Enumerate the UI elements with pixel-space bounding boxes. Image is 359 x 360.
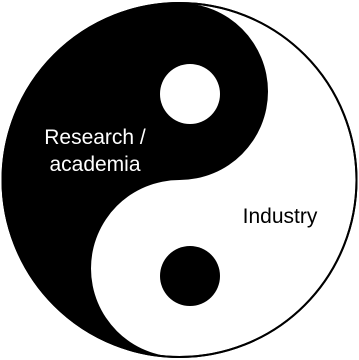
industry-label: Industry — [242, 205, 318, 228]
dark-dot — [160, 246, 220, 306]
research-label-line1: Research / — [44, 126, 146, 149]
research-academia-label: Research / academia — [22, 124, 168, 178]
light-dot — [160, 64, 220, 124]
research-label-line2: academia — [49, 153, 141, 176]
